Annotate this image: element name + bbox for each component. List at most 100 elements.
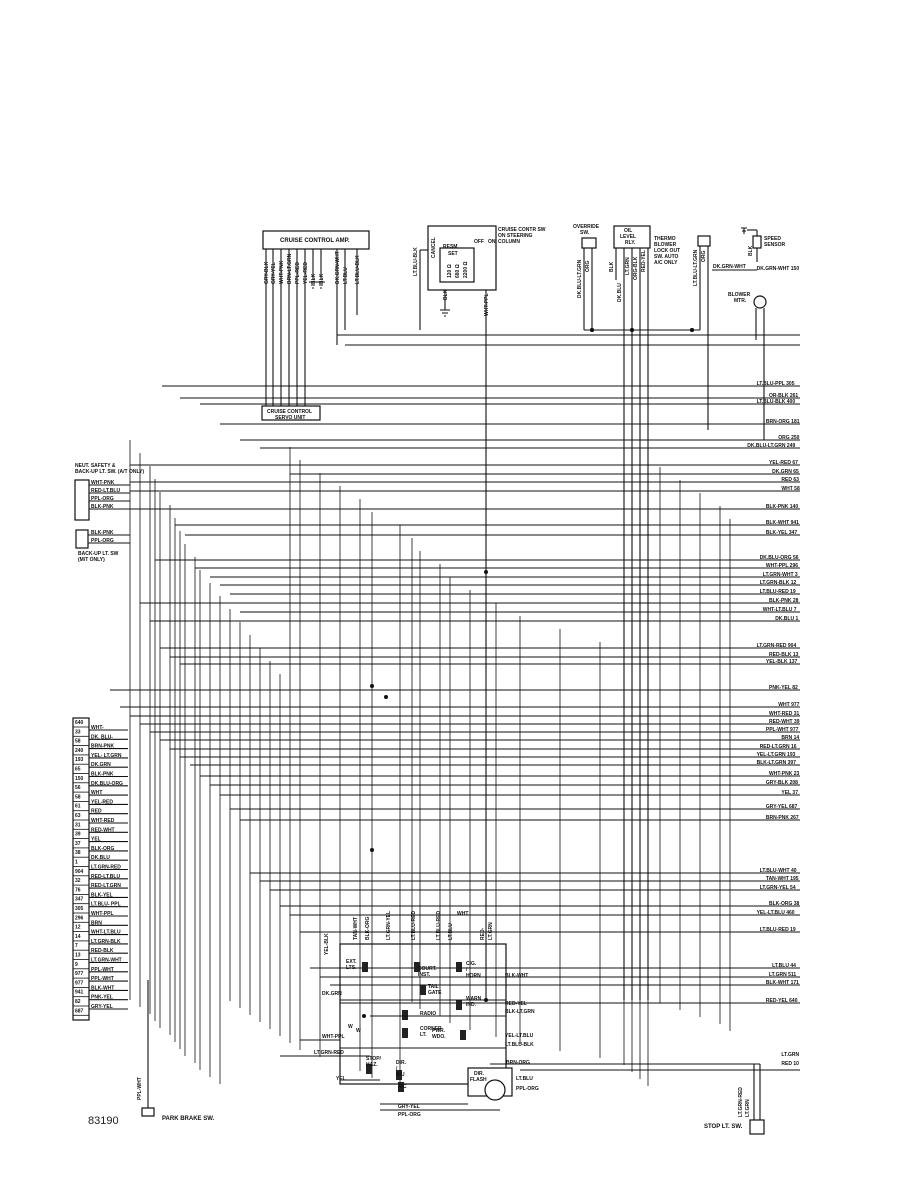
connector-pin-code: 56 [75,785,81,791]
switch-wire-label: BLK [443,289,449,300]
fuse-wire-label: LT.BLU [516,1076,533,1082]
fuse-label: CIG. [466,961,477,967]
neutral-safety-switch: NEUT. SAFETY & BACK-UP LT. SW. (A/T ONLY… [74,463,144,521]
connector-wire-label: DK.BLU [91,855,110,861]
connector-wire-label: BLK-WHT [91,985,114,991]
fuse-wire-label: LT.BLU [448,923,454,940]
junction-dot [384,695,388,699]
right-wire-label: YEL-BLK 137 [766,659,798,665]
resistor-120: 120 Ω [447,264,453,278]
connector-pin-code: 9 [75,962,78,968]
connector-wire-label: RED-WHT [91,827,115,833]
fuse-wire-label: DK.GRN [322,991,342,997]
cruise-switch-label-1: CRUISE CONTR SW [498,227,546,233]
connector-wire-label: RED-BLK [91,948,114,954]
fuse-wire-label: WHT [457,911,468,917]
junction-dot [370,684,374,688]
fuse-block [456,962,462,972]
connector-wire-label: LT.GRN-BLK [91,939,121,945]
connector-pin-code: 977 [75,971,84,977]
relay-wire-label: DK.BLU [617,283,623,302]
stop-lt-sw-label: STOP LT. SW. [704,1124,743,1130]
connector-pin-code: 7 [75,943,78,949]
cruise-servo-unit: CRUISE CONTROL SERVO UNIT [261,405,321,421]
fuse-wire-label: LT.GRN [488,922,494,940]
fuse-label: LTS. [346,965,357,971]
neutral-label-2: BACK-UP LT. SW. (A/T ONLY) [75,469,144,475]
amp-wire-label: BLK [311,273,317,284]
right-wire-label: RED-WHT 39 [769,719,800,725]
fuse-wire-label: LT.GRN-RED [738,1087,744,1117]
right-wire-label: RED-BLK 13 [769,652,799,658]
fuse-label: GATE [428,990,442,996]
speed-sensor: SPEED SENSOR [712,227,786,271]
fuse-label: LT. [420,1032,427,1038]
speed-sensor-label-1: SPEED [764,236,781,242]
fuse-label: A/C [398,1084,407,1090]
fuse-wire-label: YEL-LT.BLU [505,1033,534,1039]
amp-wire-label: YEL-RED [303,262,309,284]
right-wire-label: PPL-WHT 977 [766,727,799,733]
fuse-wire-label: RED- [480,927,486,940]
right-wire-label: WHT-PNK 23 [769,771,800,777]
thermo-label-3: LOCK OUT [654,248,680,254]
cruise-control-switch: CRUISE CONTR SW ON STEERING COLUMN RESM … [413,225,546,316]
park-brake-label: PARK BRAKE SW. [162,1116,215,1122]
relay-wire-label: ORG-BLK [633,256,639,280]
fuse-label: EXT. [346,959,357,965]
right-wire-label: YEL 37 [781,790,798,796]
cruise-switch-label-2: ON STEERING [498,233,533,239]
connector-pin-code: 150 [75,776,84,782]
blower-label-1: BLOWER [728,292,751,298]
stop-light-switch: STOP LT. SW. [704,1064,765,1135]
right-wire-label: TAN-WHT 195 [766,876,799,882]
right-wire-label: WHT-RED 31 [769,711,800,717]
connector-pin-code: 39 [75,832,81,838]
fuse-label: CORNER [420,1026,442,1032]
right-wire-label: BLK-LT.GRN 397 [757,760,797,766]
thermo-label-2: BLOWER [654,242,677,248]
fuse-label: WDO. [432,1034,446,1040]
fuse-label: COURT. [418,966,437,972]
amp-wire-label: GRY-YEL [271,262,277,284]
connector-wire-label: RED-LT.BLU [91,874,120,880]
connector-pin-code: 13 [75,953,81,959]
resistor-2200: 2200 Ω [463,261,469,278]
oil-label-3: RLY. [625,240,636,246]
connector-wire-label: DK. BLU- [91,734,113,740]
fuse-block [460,1030,466,1040]
oil-level-relay: OIL LEVEL RLY. [613,225,651,249]
fuse-block [396,1070,402,1080]
right-wire-label: BLK-ORG 38 [769,901,800,907]
fuse-label: WARN [466,996,482,1002]
connector-wire-label: PPL-WHT [91,976,114,982]
right-wire-label: LT.BLU 44 [772,963,796,969]
right-wire-label: BLK-YEL 347 [766,530,798,536]
fuse-block [362,962,368,972]
right-wire-label: ORG 250 [778,435,799,441]
backup-label-2: (M/T ONLY) [78,557,105,563]
junction-dot [690,328,694,332]
neutral-wire-label: WHT-PNK [91,480,115,486]
cruise-switch-label-3: COLUMN [498,239,520,245]
connector-wire-label: WHT-RED [91,818,115,824]
connector-wire-label: YEL [91,837,101,843]
right-wire-label: DK.GRN 65 [772,469,799,475]
fuse-block [414,962,420,972]
right-wire-label: BLK-WHT 941 [766,520,799,526]
right-wire-label: WHT-LT.BLU 7 [763,607,797,613]
connector-pin-code: 63 [75,813,81,819]
fuse-wire-label: LT.BLU-RED [436,911,442,940]
connector-wire-label: BLK-ORG [91,846,114,852]
connector-wire-label: PNK-YEL [91,995,113,1001]
connector-pin-code: 76 [75,887,81,893]
fuse-wire-label: WHT-PPL [322,1034,345,1040]
right-wire-label: RED-YEL 640 [766,998,798,1004]
amp-wire-label: LT.BLU-BLK [355,255,361,284]
fuse-wire-label: LT.BLU-BLK [505,1042,534,1048]
right-wire-label: LT.GRN [781,1052,799,1058]
dir-flash-label-2: FLASH [470,1077,487,1083]
right-wire-label: RED 63 [781,477,799,483]
